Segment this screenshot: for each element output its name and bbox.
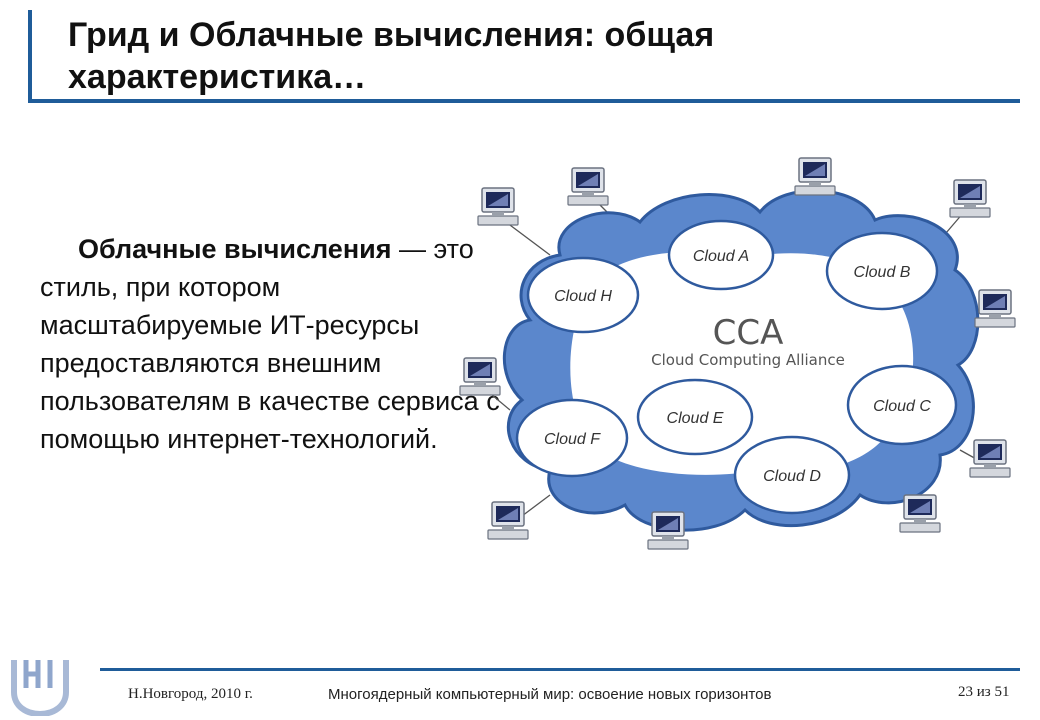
svg-text:Cloud C: Cloud C	[873, 398, 931, 415]
cca-subtitle: Cloud Computing Alliance	[651, 351, 845, 369]
slide-title: Грид и Облачные вычисления: общая характ…	[68, 16, 715, 96]
svg-text:Cloud E: Cloud E	[667, 410, 724, 427]
definition-term: Облачные вычисления	[78, 234, 392, 264]
svg-text:Cloud A: Cloud A	[693, 248, 749, 265]
cloud-diagram: Cloud A Cloud B Cloud C Cloud D Cloud E …	[459, 157, 1016, 550]
footer-location: Н.Новгород, 2010 г.	[128, 686, 253, 702]
cloud-node-a: Cloud A	[667, 219, 775, 291]
title-underline	[28, 99, 1020, 103]
definition-body: — это стиль, при котором масштабируемые …	[40, 234, 500, 454]
definition-text: Облачные вычисления — это стиль, при кот…	[40, 230, 500, 458]
svg-text:Cloud B: Cloud B	[854, 264, 911, 281]
cloud-node-e: Cloud E	[636, 378, 754, 456]
cloud-node-c: Cloud C	[846, 364, 958, 446]
footer-rule	[100, 668, 1020, 671]
cloud-node-f: Cloud F	[515, 398, 629, 478]
svg-text:Cloud H: Cloud H	[554, 288, 612, 305]
footer-course-title: Многоядерный компьютерный мир: освоение …	[328, 686, 772, 703]
cloud-node-d: Cloud D	[733, 435, 851, 515]
slide-number: 23 из 51	[958, 684, 1010, 700]
svg-text:Cloud D: Cloud D	[763, 468, 821, 485]
cloud-node-b: Cloud B	[825, 231, 939, 311]
university-logo	[11, 660, 69, 716]
cloud-node-h: Cloud H	[526, 256, 640, 334]
svg-text:Cloud F: Cloud F	[544, 431, 601, 448]
cca-title: CCA	[713, 313, 784, 353]
title-accent-bar	[28, 10, 32, 102]
